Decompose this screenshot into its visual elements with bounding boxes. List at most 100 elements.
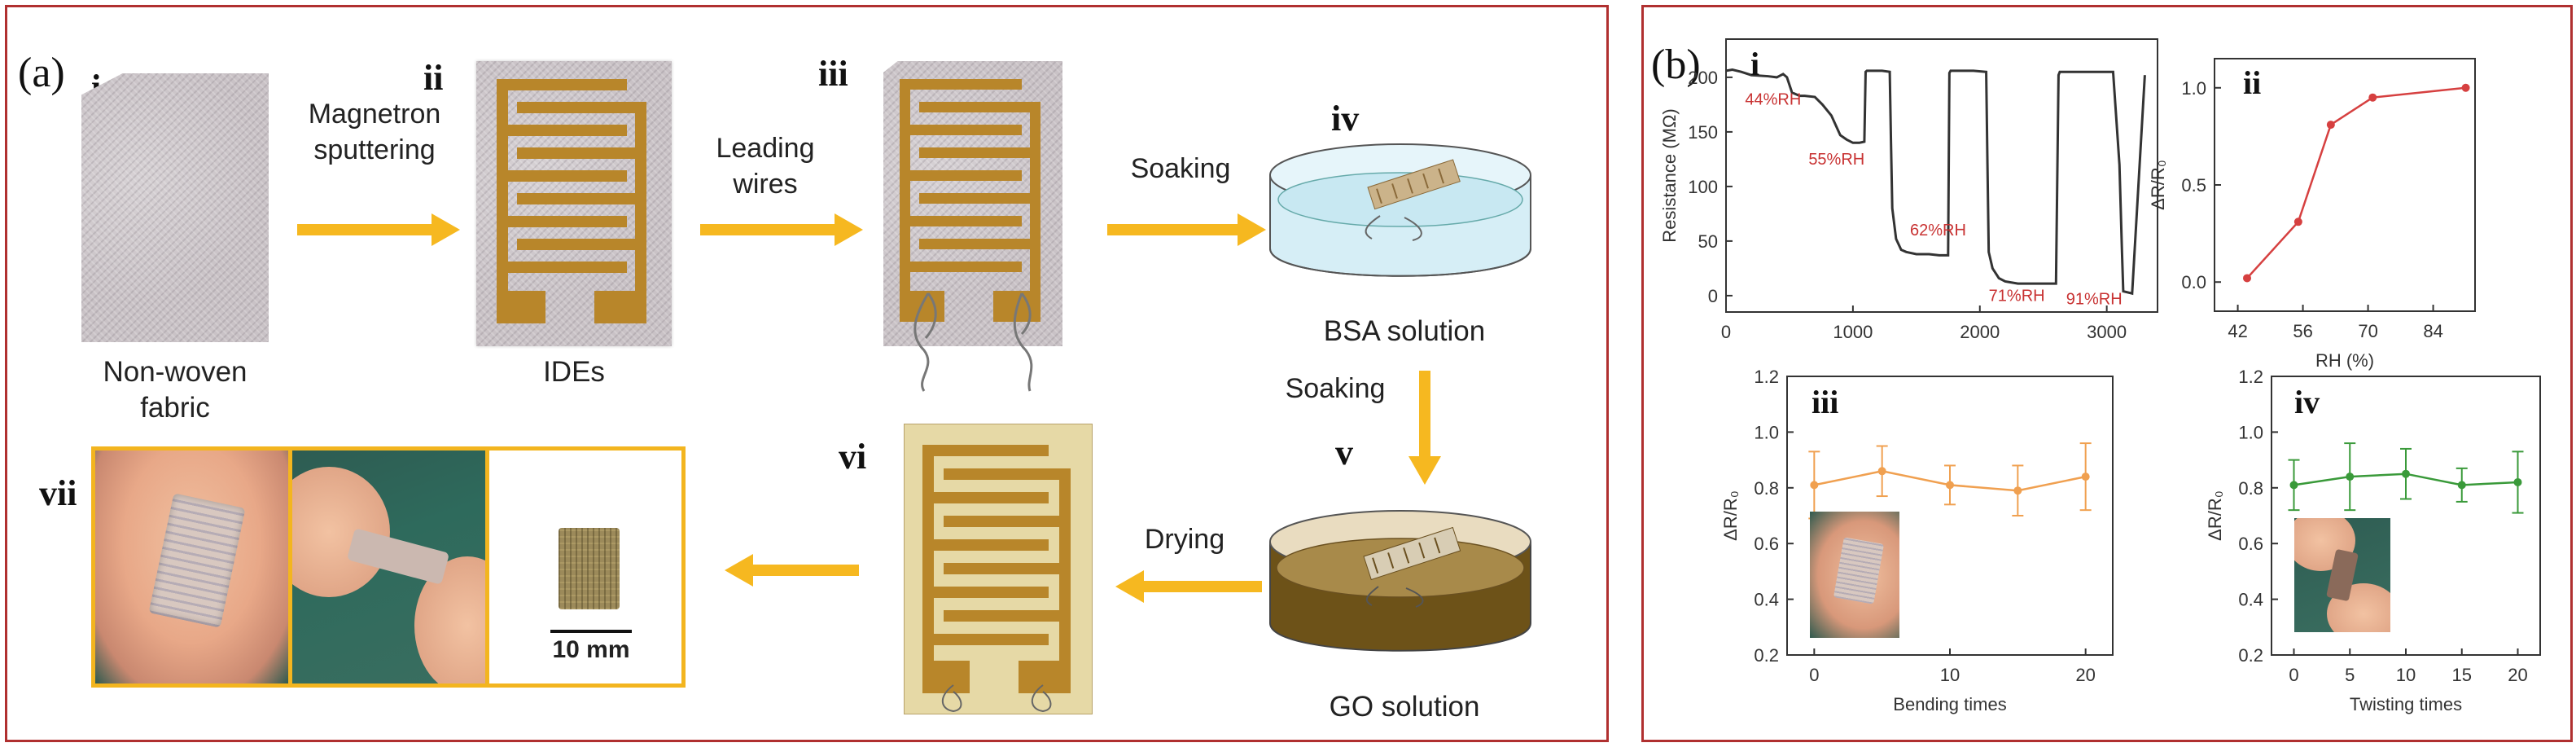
scale-bar-label: 10 mm [552, 636, 630, 663]
arrow-right-3 [1107, 213, 1266, 246]
leading-wires-label: Leading wires [692, 130, 839, 202]
scale-bar [550, 630, 632, 633]
chart-i-ytick-label: 150 [1688, 122, 1718, 143]
sub-iv-label: iv [2294, 384, 2320, 420]
chart-iv-point [2289, 481, 2298, 490]
dried-sensor-image [904, 424, 1093, 714]
chart-ii-ytick-label: 0.5 [2181, 175, 2206, 196]
chart-ii-ylabel: ΔR/R₀ [2148, 160, 2168, 210]
chart-ii-series-line [2246, 86, 2466, 279]
rh-label-4: 91%RH [2066, 291, 2123, 309]
twisted-sensor-photo [292, 451, 485, 683]
chart-iii-xlabel: Bending times [1893, 694, 2006, 714]
chart-iv-xtick-label: 0 [2289, 665, 2298, 685]
chart-iv-ytick-label: 0.2 [2238, 645, 2263, 666]
panel-b-label: (b) [1651, 42, 1701, 88]
step-iv-label: iv [1331, 99, 1360, 138]
chart-i-ytick-label: 50 [1698, 231, 1718, 252]
chart-ii-point [2461, 83, 2470, 92]
chart-i-ytick-label: 100 [1688, 177, 1718, 197]
chart-iii-ytick-label: 1.2 [1754, 367, 1779, 387]
chart-iv-ytick-label: 1.0 [2238, 422, 2263, 442]
chart-i-ylabel: Resistance (MΩ) [1659, 108, 1680, 242]
chart-i-xtick-label: 3000 [2087, 322, 2127, 342]
arrow-down [1408, 371, 1441, 485]
chart-iii-ytick-label: 0.8 [1754, 478, 1779, 499]
go-petri-dish [1269, 510, 1531, 652]
chart-iii-ytick-label: 0.4 [1754, 590, 1779, 610]
chart-iii-ytick-label: 1.0 [1754, 422, 1779, 442]
chart-iv-xtick-label: 15 [2452, 665, 2472, 685]
chart-ii-ytick-label: 1.0 [2181, 78, 2206, 99]
chart-iv-point [2457, 481, 2466, 490]
step-vi-label: vi [839, 437, 867, 477]
chart-i-xtick-label: 0 [1721, 322, 1731, 342]
sub-i-label: i [1750, 46, 1760, 82]
go-solution-caption: GO solution [1329, 691, 1480, 723]
sensor-scale-photo: 10 mm [489, 451, 681, 683]
chart-iii-point [1946, 481, 1954, 490]
ide-electrode-pattern-wired [900, 79, 1040, 322]
drying-label: Drying [1144, 524, 1225, 555]
sub-iii-label: iii [1812, 384, 1839, 420]
step-ii-label: ii [423, 58, 444, 98]
chart-iv-point [2402, 469, 2410, 478]
chart-iv-xlabel: Twisting times [2350, 694, 2462, 714]
chart-ii-point [2326, 121, 2335, 130]
chart-ii-xtick-label: 84 [2423, 321, 2442, 341]
panel-b [1641, 5, 2573, 742]
chart-i-xtick-label: 1000 [1833, 322, 1873, 342]
chart-iii-point [2013, 486, 2022, 495]
arrow-left-final [725, 554, 859, 587]
fabric-caption-line2: fabric [140, 391, 210, 424]
rh-label-3: 71%RH [1989, 288, 2045, 305]
fabric-with-wires-image [883, 61, 1062, 346]
twisting-inset-photo [2294, 518, 2390, 632]
chart-iii-xtick-label: 10 [1940, 665, 1960, 685]
chart-i-ytick-label: 0 [1708, 286, 1718, 306]
arrow-left-drying [1115, 570, 1262, 603]
magnetron-line1: Magnetron [308, 99, 441, 130]
chart-i-frame [1725, 38, 2158, 313]
non-woven-fabric-image [81, 73, 269, 342]
ide-electrode-pattern [497, 79, 646, 323]
arrow-right-1 [297, 213, 460, 246]
rh-label-2: 62%RH [1910, 222, 1966, 240]
chart-iii-xtick-label: 20 [2075, 665, 2095, 685]
bending-inset-photo [1810, 512, 1899, 638]
chart-iv-point [2346, 472, 2355, 481]
ide-electrode-pattern-dried [922, 445, 1071, 713]
chart-iii-point [1877, 467, 1886, 476]
soaking-label-2: Soaking [1285, 373, 1386, 404]
chart-ii-point [2368, 93, 2377, 102]
step-vii-label: vii [39, 473, 77, 513]
chart-iii-point [1810, 481, 1819, 490]
chart-iii-ytick-label: 0.6 [1754, 534, 1779, 554]
chart-ii-point [2293, 218, 2302, 226]
bsa-solution-caption: BSA solution [1323, 315, 1486, 347]
chart-ii-xtick-label: 56 [2293, 321, 2312, 341]
step-v-label: v [1335, 433, 1353, 472]
step-iii-label: iii [818, 54, 848, 94]
bent-sensor-photo [95, 451, 288, 683]
sensor-sample [559, 528, 620, 609]
sub-ii-label: ii [2243, 64, 2262, 101]
panel-a-label: (a) [18, 50, 65, 96]
chart-ii-xtick-label: 70 [2358, 321, 2377, 341]
chart-ii-ytick-label: 0.0 [2181, 272, 2206, 292]
fabric-caption: Non-woven fabric [77, 354, 273, 426]
leading-line1: Leading [716, 133, 815, 164]
finger-left [292, 467, 390, 597]
chart-iv-ytick-label: 1.2 [2238, 367, 2263, 387]
chart-i-series-line [1725, 68, 2146, 296]
chart-i-xtick-label: 2000 [1960, 322, 2000, 342]
chart-i-ytick-label: 200 [1688, 68, 1718, 88]
chart-ii-xtick-label: 42 [2228, 321, 2247, 341]
leading-line2: wires [733, 169, 798, 200]
bending-inset-sensor [1833, 537, 1885, 604]
chart-ii-point [2243, 274, 2251, 283]
magnetron-sputtering-label: Magnetron sputtering [285, 96, 464, 168]
chart-iii-point [2081, 472, 2090, 481]
chart-iv-xtick-label: 10 [2396, 665, 2416, 685]
